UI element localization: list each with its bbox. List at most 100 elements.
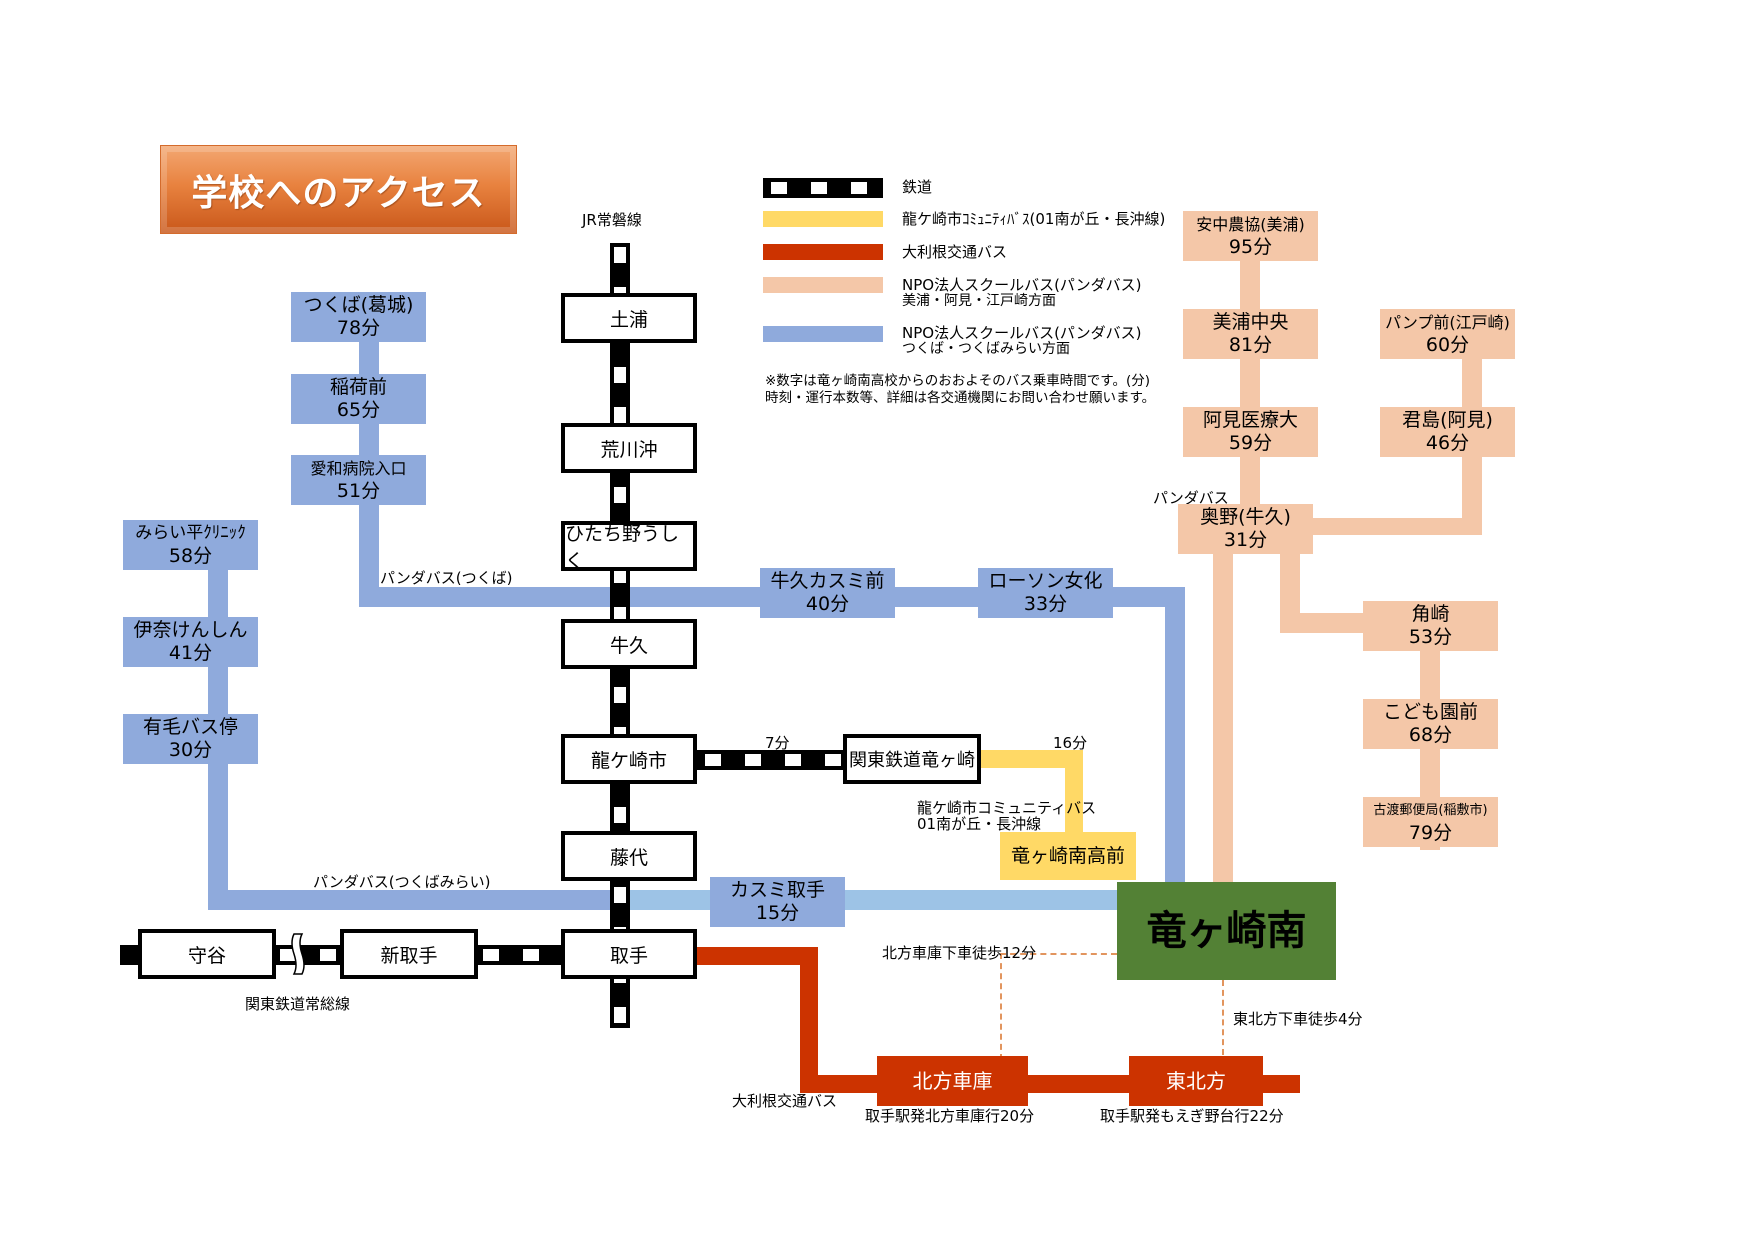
stop-name: 牛久カスミ前: [770, 570, 885, 592]
stop-time: 51分: [336, 480, 381, 502]
station-ushiku[interactable]: 牛久: [561, 619, 697, 669]
stop-annaka-nokyo[interactable]: 安中農協(美浦) 95分: [1183, 211, 1318, 261]
kanto-rail-line-left-end: [120, 945, 142, 965]
station-moriya[interactable]: 守谷: [138, 929, 276, 979]
kanto-rail-line-segment: [272, 945, 342, 965]
walk-line-higashihoppo-vertical: [1222, 980, 1224, 1055]
hoppo-shako-walk: 北方車庫下車徒歩12分: [882, 944, 1037, 962]
stop-name: こども園前: [1382, 701, 1478, 723]
panda-mirai-line-horizontal: [208, 890, 618, 910]
legend-panda-tsukuba-swatch: [763, 326, 883, 342]
stop-hoppo-shako[interactable]: 北方車庫: [877, 1056, 1028, 1106]
stop-okuno[interactable]: 奥野(牛久) 31分: [1178, 504, 1313, 554]
station-ryugasakishi[interactable]: 龍ケ崎市: [561, 734, 697, 784]
tone-bus-line-from-toride: [697, 947, 817, 965]
kanto-rail-line-segment-2: [475, 945, 565, 965]
panda-miho-line-main: [1240, 260, 1260, 540]
stop-ryugasakiminami-kou-mae[interactable]: 竜ヶ崎南高前: [1000, 832, 1136, 880]
stop-name: 有毛バス停: [142, 716, 238, 738]
stop-time: 40分: [805, 593, 850, 615]
stop-arige-busstop[interactable]: 有毛バス停 30分: [123, 714, 258, 764]
stop-kimijima[interactable]: 君島(阿見) 46分: [1380, 407, 1515, 457]
panda-miho-route-label: パンダバス: [1153, 489, 1229, 507]
stop-name: 伊奈けんしん: [133, 619, 248, 641]
stop-name: 古渡郵便局(稲敷市): [1373, 803, 1488, 818]
stop-time: 15分: [755, 902, 800, 924]
stop-time: 68分: [1408, 724, 1453, 746]
stop-tsukuba-katsuragi[interactable]: つくば(葛城) 78分: [291, 292, 426, 342]
stop-name: パンプ前(江戸崎): [1385, 313, 1510, 332]
panda-mirai-route-label: パンダバス(つくばみらい): [313, 873, 491, 891]
stop-kasumi-toride[interactable]: カスミ取手 15分: [710, 877, 845, 927]
stop-time: 33分: [1023, 593, 1068, 615]
stop-name: カスミ取手: [729, 879, 825, 901]
panda-tsukuba-line-to-school: [1165, 587, 1185, 882]
school-ryugasakiminami[interactable]: 竜ヶ崎南: [1117, 882, 1336, 980]
stop-time: 59分: [1228, 432, 1273, 454]
stop-name: 阿見医療大: [1202, 409, 1298, 431]
stop-miho-chuo[interactable]: 美浦中央 81分: [1183, 309, 1318, 359]
stop-ushiku-kasumi-mae[interactable]: 牛久カスミ前 40分: [760, 568, 895, 618]
legend-panda-tsukuba-label: NPO法人スクールバス(パンダバス): [902, 324, 1142, 342]
school-name: 竜ヶ崎南: [1146, 908, 1307, 954]
station-tsuchiura[interactable]: 土浦: [561, 293, 697, 343]
stop-aiwa-hospital[interactable]: 愛和病院入口 51分: [291, 455, 426, 505]
station-hitachino-ushiku[interactable]: ひたち野うしく: [561, 521, 697, 572]
legend-tone-bus-swatch: [763, 244, 883, 260]
stop-time: 58分: [168, 545, 213, 567]
legend-rail-label: 鉄道: [902, 178, 933, 196]
community-bus-label-line1: 龍ケ崎市コミュニティバス: [917, 799, 1097, 817]
stop-name: みらい平ｸﾘﾆｯｸ: [135, 523, 246, 543]
stop-time: 81分: [1228, 334, 1273, 356]
station-kantotetsudo-ryugasaki[interactable]: 関東鉄道竜ヶ崎: [843, 734, 981, 784]
station-arakawaoki[interactable]: 荒川沖: [561, 423, 697, 473]
ryugasaki-line-time: 7分: [765, 734, 790, 752]
community-bus-line-vertical: [1065, 750, 1083, 835]
legend-tone-bus-label: 大利根交通バス: [902, 243, 1008, 261]
walk-line-hoppo-horizontal: [1000, 953, 1117, 955]
hoppo-shako-caption: 取手駅発北方車庫行20分: [865, 1107, 1035, 1125]
stop-ina-kenshin[interactable]: 伊奈けんしん 41分: [123, 617, 258, 667]
station-toride[interactable]: 取手: [561, 929, 697, 979]
tone-bus-line-vertical: [800, 947, 818, 1082]
station-shintoride[interactable]: 新取手: [340, 929, 478, 979]
stop-time: 46分: [1425, 432, 1470, 454]
community-bus-label-line2: 01南が丘・長沖線: [917, 815, 1042, 833]
stop-ami-iryodai[interactable]: 阿見医療大 59分: [1183, 407, 1318, 457]
legend-panda-miho-swatch: [763, 277, 883, 293]
stop-kodomoen-mae[interactable]: こども園前 68分: [1363, 699, 1498, 749]
higashi-hoppo-caption: 取手駅発もえぎ野台行22分: [1100, 1107, 1284, 1125]
jr-line-label: JR常磐線: [582, 211, 642, 229]
community-bus-line-horizontal: [980, 750, 1080, 768]
legend-panda-miho-sublabel: 美浦・阿見・江戸崎方面: [902, 293, 1056, 309]
stop-time: 41分: [168, 642, 213, 664]
stop-name: 稲荷前: [329, 376, 387, 398]
stop-name: 美浦中央: [1212, 311, 1289, 333]
stop-time: 53分: [1408, 626, 1453, 648]
stop-miraidaira-clinic[interactable]: みらい平ｸﾘﾆｯｸ 58分: [123, 520, 258, 570]
legend-community-bus-label: 龍ケ崎市ｺﾐｭﾆﾃｨﾊﾞｽ(01南が丘・長沖線): [902, 210, 1166, 228]
panda-mirai-line-to-school: [630, 890, 1120, 910]
legend-panda-tsukuba-sublabel: つくば・つくばみらい方面: [902, 341, 1070, 357]
panda-tsukuba-route-label: パンダバス(つくば): [380, 569, 513, 587]
panda-miho-line-tsunozaki-horizontal: [1280, 613, 1370, 633]
stop-lawson-onabake[interactable]: ローソン女化 33分: [978, 568, 1113, 618]
stop-name: 竜ヶ崎南高前: [1010, 844, 1125, 867]
stop-name: 北方車庫: [912, 1068, 993, 1093]
stop-higashi-hoppo[interactable]: 東北方: [1129, 1056, 1263, 1106]
stop-pump-mae[interactable]: パンプ前(江戸崎) 60分: [1380, 309, 1515, 359]
legend-rail-swatch: [763, 178, 883, 198]
tone-bus-route-label: 大利根交通バス: [732, 1092, 838, 1110]
stop-name: 君島(阿見): [1402, 409, 1493, 431]
legend-note-line2: 時刻・運行本数等、詳細は各交通機関にお問い合わせ願います。: [765, 390, 1156, 406]
stop-name: 安中農協(美浦): [1196, 215, 1305, 234]
stop-time: 78分: [336, 317, 381, 339]
stop-inarimae[interactable]: 稲荷前 65分: [291, 374, 426, 424]
stop-furuwatari-post[interactable]: 古渡郵便局(稲敷市) 79分: [1363, 797, 1498, 847]
stop-time: 95分: [1228, 236, 1273, 258]
ryugasaki-rail-line: [697, 750, 847, 770]
stop-tsunozaki[interactable]: 角崎 53分: [1363, 601, 1498, 651]
community-bus-time: 16分: [1053, 734, 1088, 752]
stop-name: 奥野(牛久): [1200, 506, 1291, 528]
station-fujishiro[interactable]: 藤代: [561, 831, 697, 881]
